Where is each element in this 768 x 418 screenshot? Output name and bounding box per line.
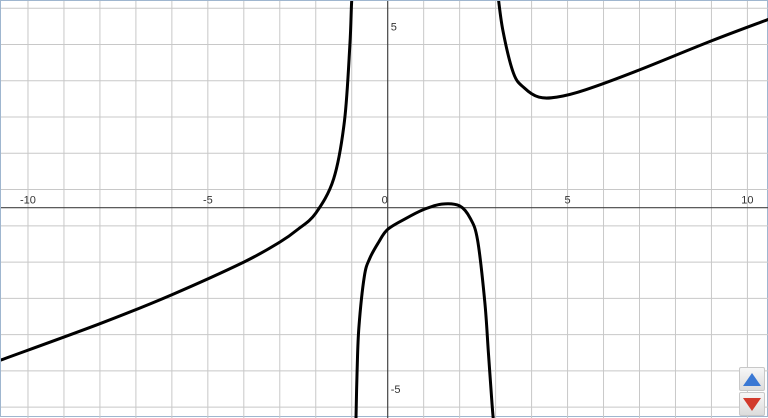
triangle-up-icon: [743, 372, 761, 386]
x-tick-label: -10: [20, 195, 36, 207]
curve-branch-3: [497, 1, 768, 100]
zoom-in-button[interactable]: [739, 367, 765, 391]
zoom-out-button[interactable]: [739, 392, 765, 416]
curve-branch-1: [1, 1, 354, 362]
x-tick-label: -5: [203, 195, 213, 207]
y-tick-label: 5: [391, 21, 397, 33]
triangle-down-icon: [743, 397, 761, 411]
curve-branch-2: [354, 202, 495, 418]
x-tick-label: 5: [564, 195, 570, 207]
x-tick-label: 0: [382, 195, 388, 207]
y-tick-label: -5: [391, 384, 401, 396]
x-tick-label: 10: [741, 195, 753, 207]
tick-labels: -10 -5 0 5 10 5 -5: [20, 21, 754, 396]
